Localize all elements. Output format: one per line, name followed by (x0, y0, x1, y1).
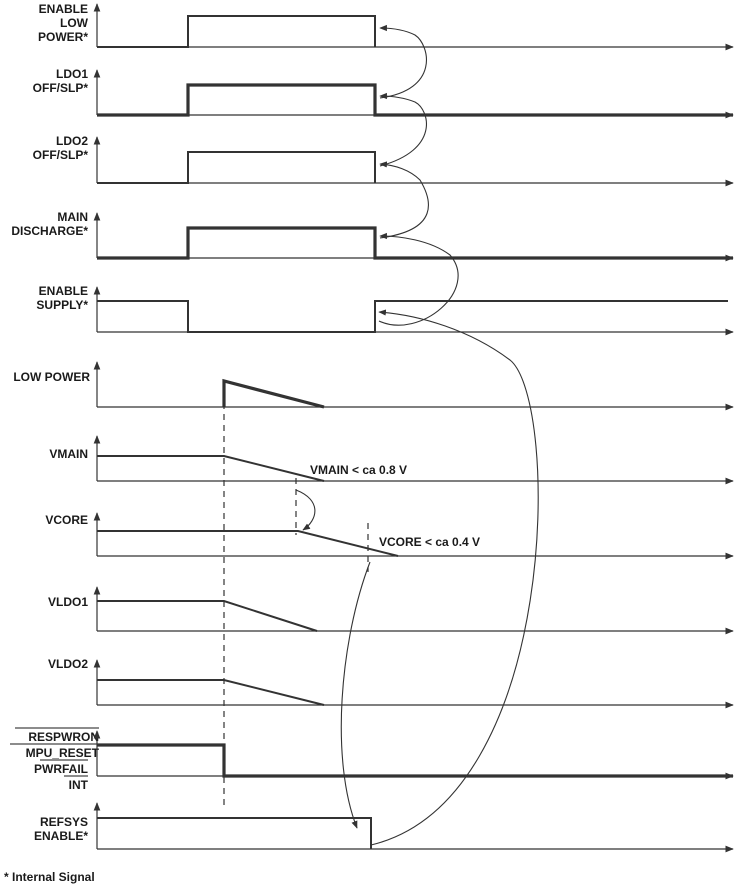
waveform-enable-low-power (97, 15, 376, 48)
waveform-ldo1-off-slp (97, 83, 733, 117)
waveform-vmain (97, 455, 325, 482)
label-line: LDO2 (56, 134, 88, 148)
waveform-low-power (222, 378, 325, 409)
vcore-threshold-text: VCORE < ca 0.4 V (379, 535, 480, 549)
arrow-enable-supply-to-main-discharge (378, 232, 459, 326)
label-refsys-enable: REFSYS ENABLE* (34, 815, 88, 843)
label-main-discharge: MAIN DISCHARGE* (11, 210, 88, 238)
label-line: INT (69, 778, 89, 792)
waveform-vldo2 (97, 679, 325, 706)
causal-arrows (295, 24, 539, 846)
label-line: ENABLE* (34, 829, 88, 843)
waveform-refsys-enable (97, 817, 372, 849)
label-line: LDO1 (56, 67, 88, 81)
label-ldo1-off-slp: LDO1 OFF/SLP* (33, 67, 89, 95)
label-enable-supply: ENABLE SUPPLY* (36, 284, 88, 312)
label-vldo2: VLDO2 (48, 657, 88, 671)
waveform-main-discharge (97, 226, 733, 260)
label-line: ENABLE (39, 284, 88, 298)
arrow-ldo1-to-enable-low-power (379, 24, 427, 99)
footnote: * Internal Signal (4, 870, 95, 884)
waveform-enable-supply (97, 300, 728, 333)
arrow-refsys-to-enable-supply (370, 309, 539, 846)
label-line: VMAIN (49, 447, 88, 461)
vmain-threshold-text: VMAIN < ca 0.8 V (310, 463, 407, 477)
label-ldo2-off-slp: LDO2 OFF/SLP* (33, 134, 89, 162)
label-line: MPU_RESET (26, 746, 100, 760)
arrow-vcore-to-refsys (340, 561, 371, 829)
label-line: RESPWRON (28, 730, 99, 744)
label-line: OFF/SLP* (33, 148, 89, 162)
label-line: LOW (60, 16, 89, 30)
waveform-ldo2-off-slp (97, 151, 376, 184)
waveform-vldo1 (97, 600, 318, 632)
label-line: PWRFAIL (34, 762, 88, 776)
waveform-vcore (97, 530, 399, 557)
label-line: LOW POWER (13, 370, 90, 384)
label-vmain: VMAIN (49, 447, 88, 461)
label-line: MAIN (57, 210, 88, 224)
label-line: POWER* (38, 30, 88, 44)
label-line: REFSYS (40, 815, 88, 829)
label-line: VLDO2 (48, 657, 88, 671)
label-line: VLDO1 (48, 595, 88, 609)
arrow-main-discharge-to-ldo2 (379, 161, 429, 239)
label-resets: RESPWRON MPU_RESET PWRFAIL INT (10, 727, 100, 792)
label-line: OFF/SLP* (33, 81, 89, 95)
axes (93, 3, 734, 853)
label-low-power: LOW POWER (13, 370, 90, 384)
label-line: DISCHARGE* (11, 224, 88, 238)
label-line: ENABLE (39, 2, 88, 16)
label-line: VCORE (45, 513, 88, 527)
arrow-ldo2-to-ldo1 (379, 92, 427, 167)
waveforms (97, 15, 733, 849)
label-vcore: VCORE (45, 513, 88, 527)
arrow-vmain-to-vcore (295, 489, 316, 531)
label-vldo1: VLDO1 (48, 595, 88, 609)
label-enable-low-power: ENABLE LOW POWER* (38, 2, 89, 44)
waveform-resets (97, 743, 733, 778)
dashed-markers (223, 381, 369, 806)
label-line: SUPPLY* (36, 298, 88, 312)
